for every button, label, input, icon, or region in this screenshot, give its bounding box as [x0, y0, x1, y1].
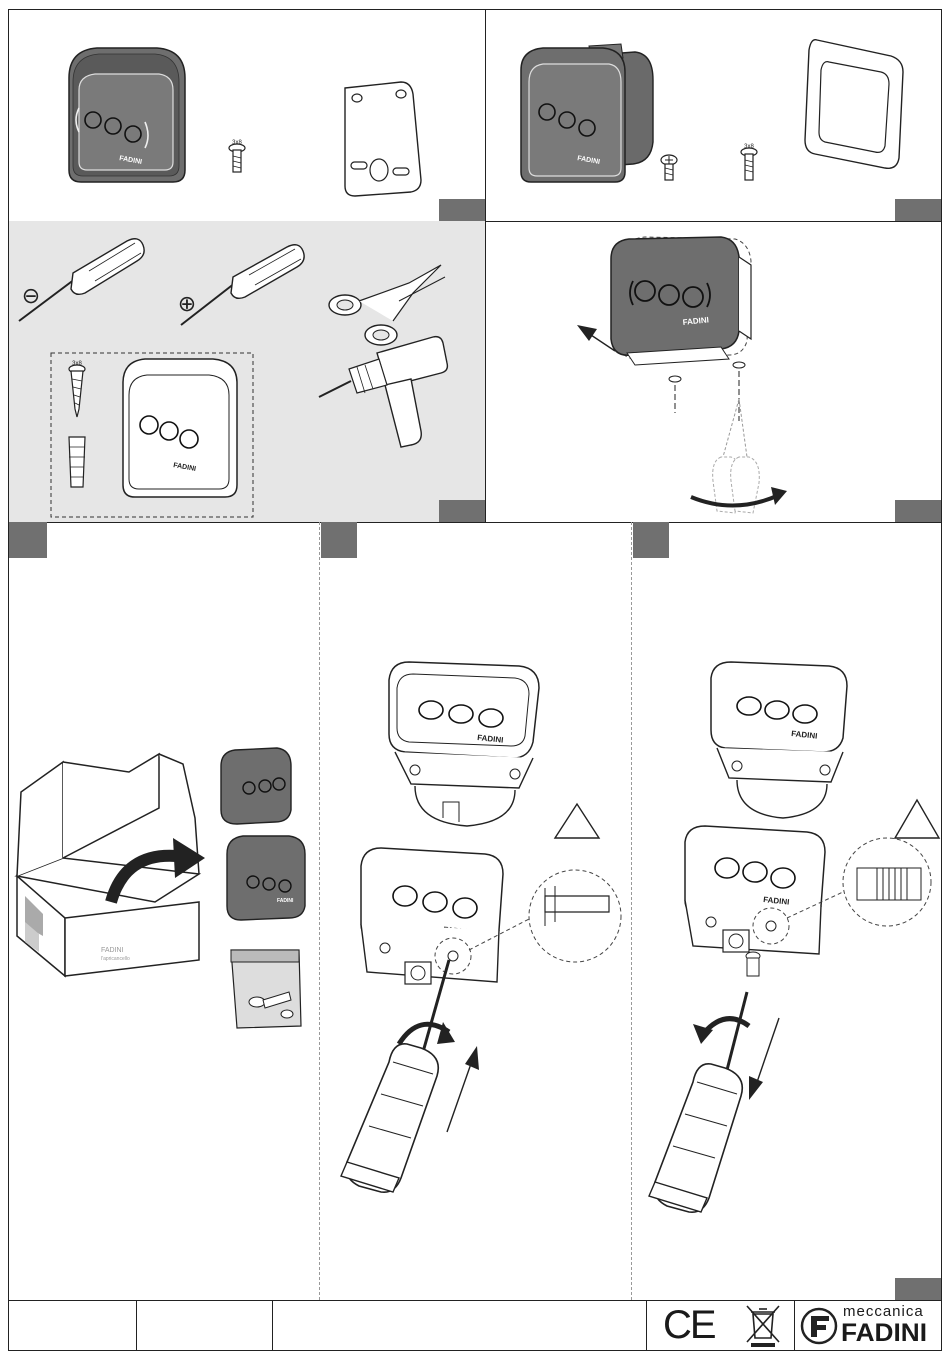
wood-screw-icon: 3x8 — [69, 361, 85, 417]
panel-removal: FADINI — [485, 221, 941, 522]
keypad-lower-view: FADINI — [361, 848, 503, 984]
direction-arrow-icon — [447, 1058, 473, 1132]
footer: CE meccanica FADINI — [9, 1301, 941, 1351]
screw-icon: 3x8 — [741, 144, 757, 180]
panel-tools: ⊖ ⊕ 3x — [9, 221, 485, 522]
screw-bag-icon — [231, 950, 301, 1028]
arrow-head-icon — [749, 1076, 763, 1100]
keypad-front-view: FADINI — [69, 48, 185, 182]
removed-screw-icon — [746, 952, 760, 976]
release-illustration: FADINI FADINI — [631, 522, 941, 1300]
flat-screwdriver-icon: ⊖ — [19, 239, 144, 321]
gasket-plate-icon — [805, 40, 903, 169]
brand-logo: meccanica FADINI — [795, 1301, 941, 1351]
panel-contents-b: FADINI 3x8 — [485, 10, 941, 221]
svg-text:FADINI: FADINI — [101, 947, 124, 954]
screwdriver-icon — [649, 992, 747, 1212]
brand-name-bottom: FADINI — [841, 1319, 927, 1348]
warning-triangle-icon — [895, 800, 939, 838]
weee-bin-icon — [743, 1304, 783, 1348]
scissors-icon — [329, 265, 445, 345]
screwdriver-icon — [713, 399, 760, 513]
svg-text:3x8: 3x8 — [232, 140, 242, 146]
keypad-housing-item — [221, 748, 291, 824]
instruction-sheet: FADINI 3x8 — [8, 9, 942, 1351]
screw-icon: 3x8 — [229, 140, 245, 172]
screwdriver-icon — [341, 960, 449, 1192]
ce-mark: CE — [663, 1305, 715, 1345]
fadini-logo-icon — [799, 1306, 839, 1346]
warning-triangle-icon — [555, 804, 599, 838]
open-box-icon: FADINI l'apricancello — [17, 754, 199, 976]
keypad-top-view: FADINI — [389, 662, 539, 826]
keypad-top-view: FADINI — [711, 662, 847, 818]
arrow-head-icon — [577, 325, 597, 341]
brand-name-top: meccanica — [843, 1303, 924, 1320]
figure-tag — [895, 500, 941, 522]
figure-tag — [439, 199, 485, 221]
direction-arrow-icon — [755, 1018, 779, 1088]
figure-tag — [895, 199, 941, 221]
footer-field — [273, 1301, 647, 1351]
svg-text:3x8: 3x8 — [72, 361, 82, 367]
certification-area: CE — [647, 1301, 795, 1351]
footer-field — [137, 1301, 273, 1351]
svg-text:⊖: ⊖ — [22, 283, 40, 308]
panel-unboxing: FADINI l'apricancello FADINI — [9, 522, 319, 1300]
figure-tag — [895, 1278, 941, 1300]
keypad-item: FADINI — [227, 836, 305, 920]
tools-illustration: ⊖ ⊕ 3x — [9, 221, 485, 522]
panel-release-screw: FADINI FADINI — [631, 522, 941, 1300]
wall-plug-icon — [69, 437, 85, 487]
svg-text:⊕: ⊕ — [178, 291, 196, 316]
footer-field — [9, 1301, 137, 1351]
arrow-head-icon — [465, 1046, 479, 1070]
keypad-front-view: FADINI — [123, 359, 237, 497]
arrow-head-icon — [771, 487, 787, 505]
contents-illustration: FADINI 3x8 — [485, 10, 941, 221]
electric-drill-icon — [319, 337, 447, 447]
keypad-with-housing: FADINI — [521, 44, 653, 182]
detail-callout — [529, 870, 621, 962]
contents-illustration: FADINI 3x8 — [9, 10, 485, 221]
mounting-plate-icon — [345, 82, 421, 196]
keypad-being-removed: FADINI — [611, 237, 751, 365]
panel-contents-a: FADINI 3x8 — [9, 10, 485, 221]
removal-illustration: FADINI — [485, 221, 941, 522]
screw-icon — [661, 155, 677, 180]
panel-tighten-screw: FADINI FADINI — [319, 522, 631, 1300]
phillips-screwdriver-icon: ⊕ — [178, 245, 304, 325]
keypad-lower-view: FADINI — [685, 826, 825, 954]
svg-text:l'apricancello: l'apricancello — [101, 956, 130, 962]
figure-tag — [439, 500, 485, 522]
svg-text:FADINI: FADINI — [277, 898, 294, 904]
tighten-illustration: FADINI FADINI — [319, 522, 631, 1300]
unboxing-illustration: FADINI l'apricancello FADINI — [9, 522, 319, 1300]
svg-text:3x8: 3x8 — [744, 144, 754, 150]
